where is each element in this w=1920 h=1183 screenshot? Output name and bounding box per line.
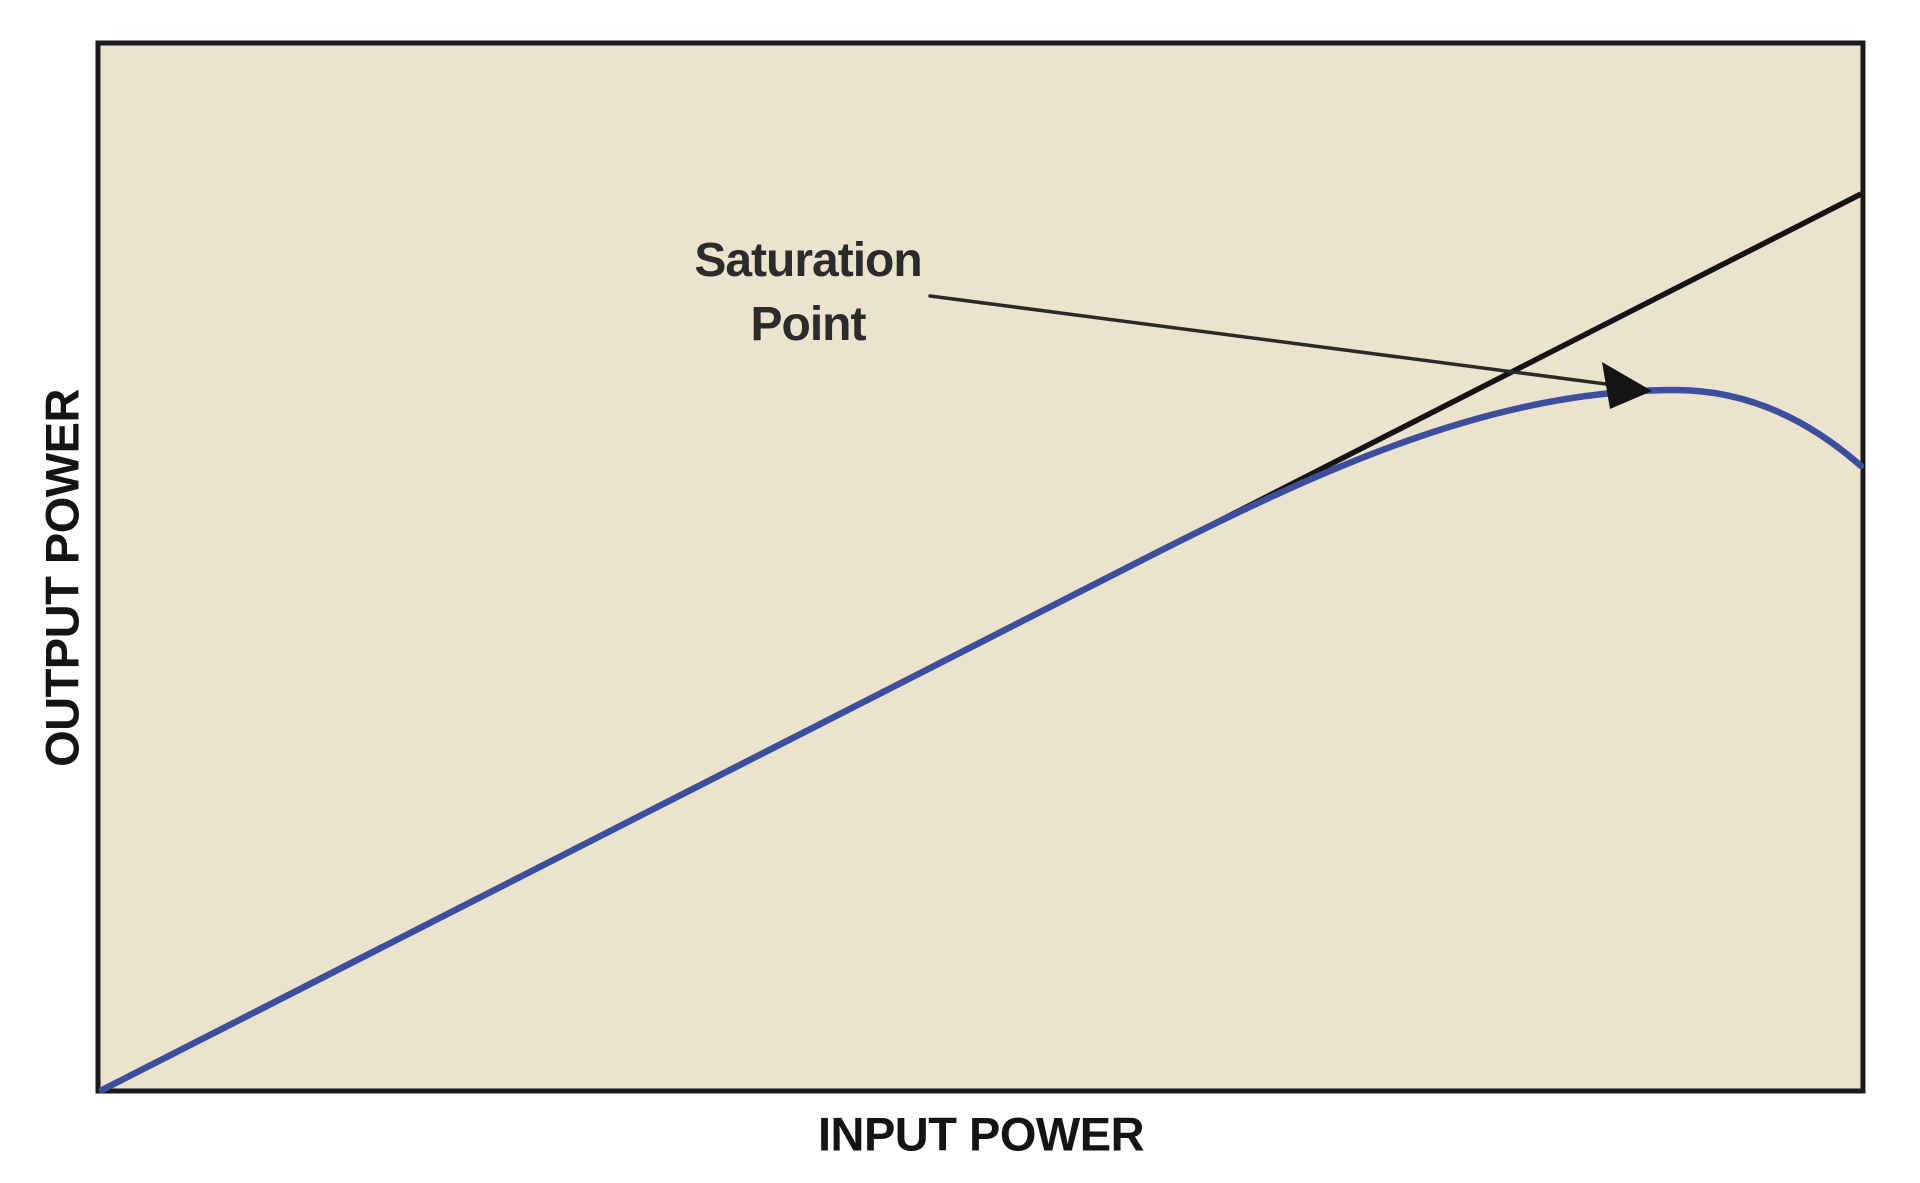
y-axis-label: OUTPUT POWER [35,389,89,767]
x-axis-label: INPUT POWER [817,1107,1145,1161]
annotation-text-line-1: Saturation [694,234,922,287]
saturation-point-annotation: Saturation Point [694,229,922,357]
output-power-curve [98,386,1865,1094]
plot-area [95,40,1866,1094]
annotation-arrowhead-icon [1602,362,1652,409]
annotation-text-line-2: Point [750,298,867,351]
annotation-leader-line [928,294,1608,386]
